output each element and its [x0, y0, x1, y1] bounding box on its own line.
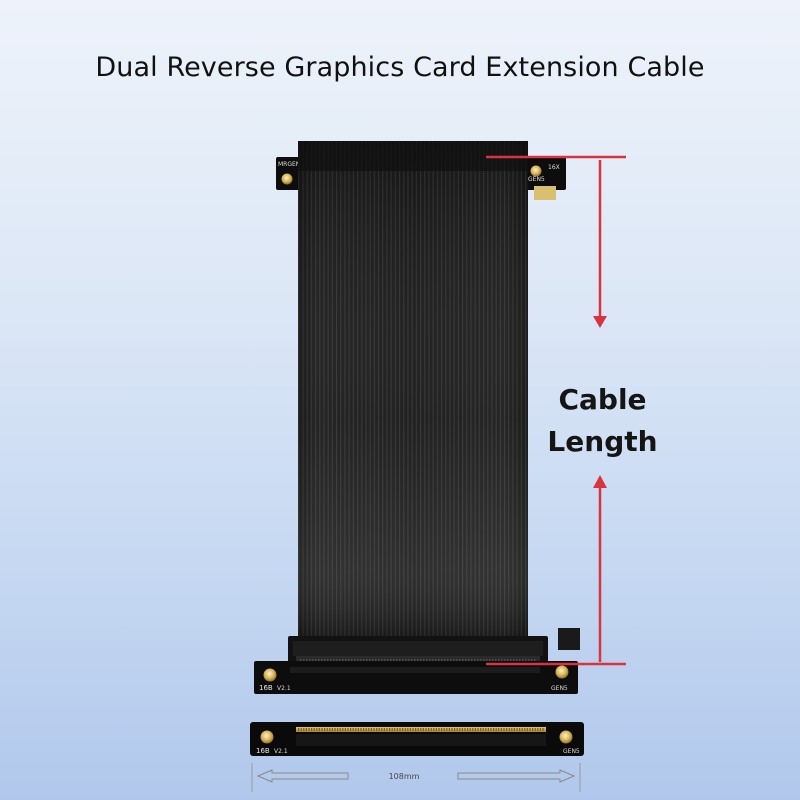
- arrow-down-icon: [593, 316, 607, 328]
- slot-latch: [558, 628, 580, 650]
- top-gen-mark: GEN5: [528, 176, 545, 183]
- edge-slot-mark: 16B: [256, 747, 270, 755]
- top-connector-latch: [534, 186, 556, 200]
- arrow-left-icon: [256, 769, 349, 783]
- edge-gen-mark: GEN5: [563, 748, 580, 755]
- bottom-slot-mark: 16B: [259, 684, 273, 692]
- edge-connector-board: 16B V2.1 GEN5: [250, 722, 584, 756]
- bottom-rev-mark: V2.1: [277, 685, 291, 692]
- edge-rev-mark: V2.1: [274, 748, 288, 755]
- ribbon-cable: [298, 141, 528, 646]
- cable-length-label-line1: Cable: [558, 383, 647, 416]
- bottom-connector: 16B V2.1 GEN5: [254, 628, 580, 694]
- screw-icon: [530, 165, 542, 177]
- screw-icon: [263, 668, 277, 682]
- bottom-gen-mark: GEN5: [551, 685, 568, 692]
- top-tiny-mark: MRGEN: [278, 161, 300, 168]
- length-dimension: [486, 155, 626, 666]
- width-dimension: 108mm: [251, 763, 581, 792]
- arrow-up-icon: [593, 475, 607, 488]
- cable-length-label-line2: Length: [547, 425, 658, 458]
- top-slot-mark: 16X: [548, 164, 560, 171]
- screw-icon: [555, 665, 569, 679]
- width-label: 108mm: [389, 772, 420, 781]
- screw-icon: [281, 173, 293, 185]
- page-title: Dual Reverse Graphics Card Extension Cab…: [95, 52, 705, 83]
- screw-icon: [559, 730, 573, 744]
- screw-icon: [260, 730, 274, 744]
- arrow-right-icon: [457, 769, 576, 783]
